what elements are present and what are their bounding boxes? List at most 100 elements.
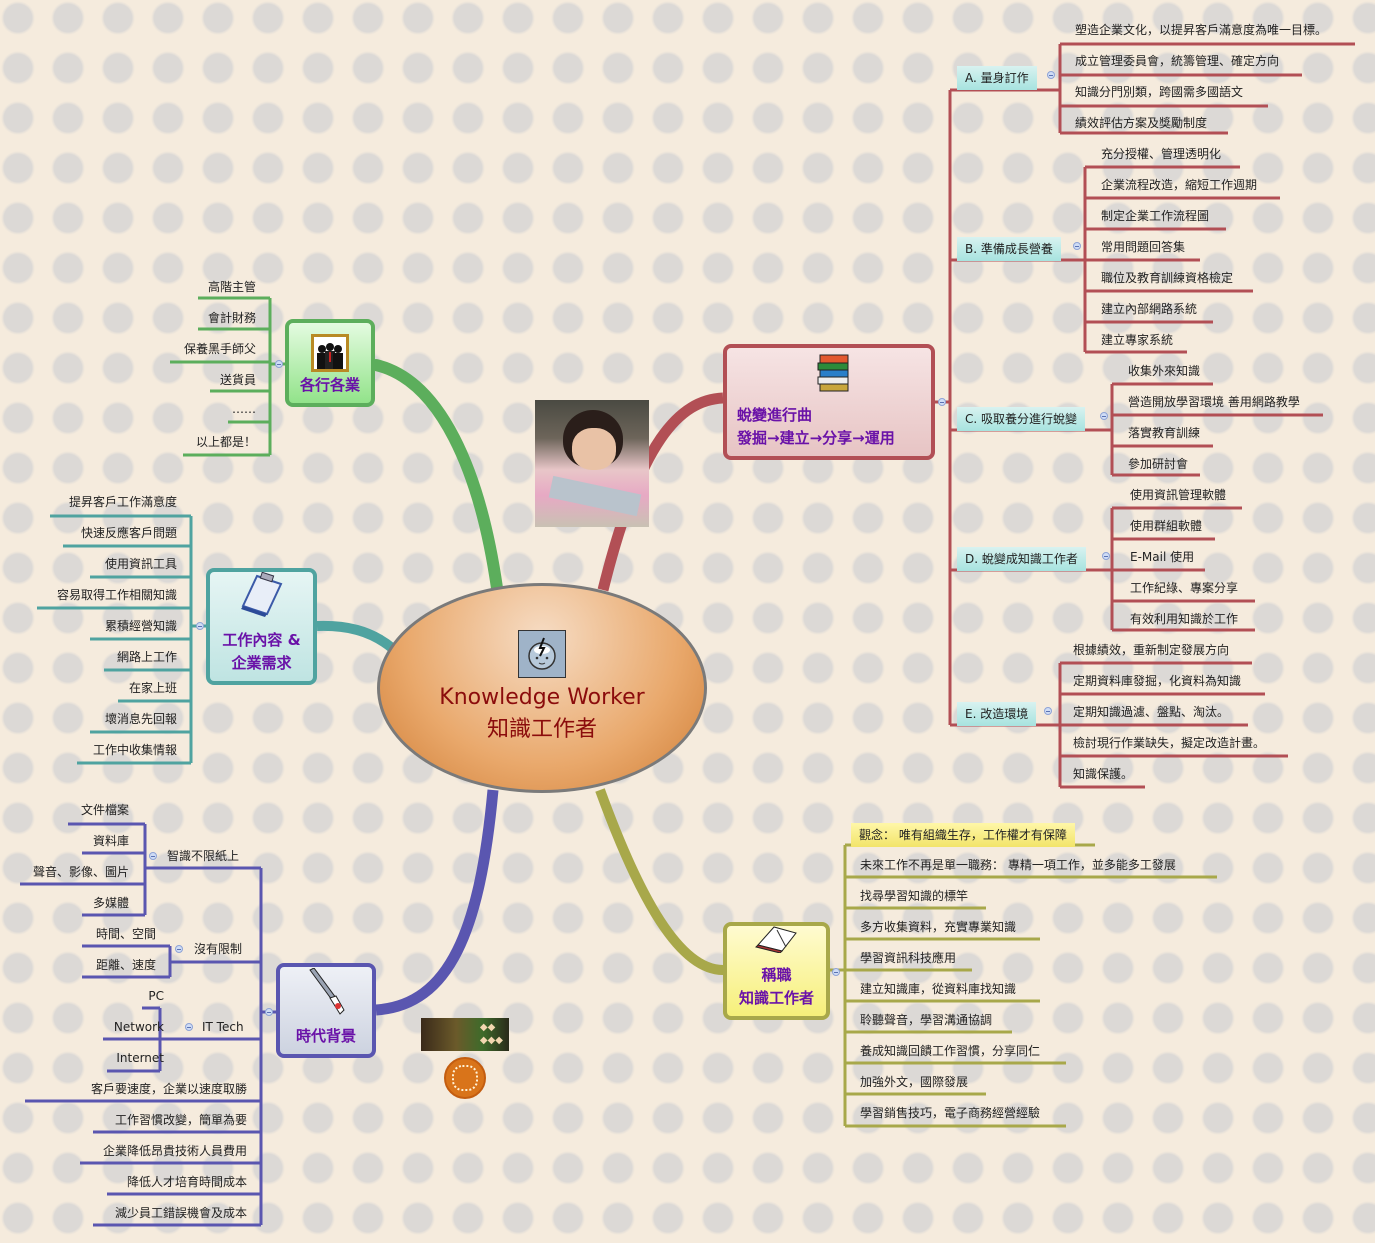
list-item[interactable]: 工作習慣改變，簡單為要 — [114, 1113, 247, 1127]
group-it-tech[interactable]: IT Tech — [202, 1020, 244, 1034]
list-item[interactable]: 保養黑手師父 — [183, 342, 256, 356]
list-item[interactable]: 使用群組軟體 — [1130, 519, 1203, 533]
list-item[interactable]: 塑造企業文化，以提昇客戶滿意度為唯一目標。 — [1075, 23, 1328, 37]
list-item[interactable]: 多方收集資料，充實專業知識 — [860, 920, 1017, 934]
list-item[interactable]: 根據績效，重新制定發展方向 — [1073, 643, 1230, 657]
collapse-toggle-transformation[interactable] — [938, 398, 946, 406]
group-c[interactable]: C. 吸取養分進行蛻變 — [957, 407, 1086, 431]
group-e[interactable]: E. 改造環境 — [957, 702, 1037, 726]
group-no-limits[interactable]: 沒有限制 — [194, 942, 243, 956]
central-topic[interactable]: Knowledge Worker 知識工作者 — [377, 583, 707, 793]
open-book-icon — [754, 923, 800, 960]
list-item[interactable]: 制定企業工作流程圖 — [1101, 209, 1210, 223]
list-item[interactable]: 高階主管 — [207, 280, 256, 294]
branch-work-requirements[interactable]: 工作內容 & 企業需求 — [206, 568, 317, 685]
list-item[interactable]: PC — [148, 989, 164, 1003]
highlight-concept[interactable]: 觀念： 唯有組織生存，工作權才有保障 — [851, 823, 1075, 847]
list-item[interactable]: 文件檔案 — [80, 803, 129, 817]
group-paperless[interactable]: 智識不限紙上 — [167, 849, 240, 863]
branch-industries[interactable]: 各行各業 — [285, 319, 375, 407]
list-item[interactable]: 時間、空間 — [95, 927, 156, 941]
branch-qualified-title: 稱職 — [761, 966, 792, 984]
branch-qualified-subtitle: 知識工作者 — [738, 989, 814, 1007]
list-item[interactable]: 聲音、影像、圖片 — [32, 865, 129, 879]
list-item[interactable]: 降低人才培育時間成本 — [126, 1175, 247, 1189]
collapse-toggle-work[interactable] — [196, 622, 204, 630]
list-item[interactable]: 學習資訊科技應用 — [860, 951, 957, 965]
idea-head-icon — [518, 630, 566, 678]
collapse-toggle-paperless[interactable] — [149, 852, 157, 860]
list-item[interactable]: 提昇客戶工作滿意度 — [68, 495, 177, 509]
round-seal-stamp — [444, 1057, 486, 1099]
list-item[interactable]: E-Mail 使用 — [1130, 550, 1195, 564]
list-item[interactable]: 營造開放學習環境 善用網路教學 — [1128, 395, 1300, 409]
branch-industries-title: 各行各業 — [299, 376, 360, 394]
list-item[interactable]: 養成知識回饋工作習慣，分享同仁 — [860, 1044, 1041, 1058]
collapse-toggle-group-e[interactable] — [1044, 707, 1052, 715]
list-item[interactable]: 工作紀綠、專案分享 — [1130, 581, 1239, 595]
collapse-toggle-no-limits[interactable] — [175, 945, 183, 953]
list-item[interactable]: 多媒體 — [92, 896, 129, 910]
collapse-toggle-group-a[interactable] — [1047, 71, 1055, 79]
list-item[interactable]: 建立內部網路系統 — [1101, 302, 1198, 316]
list-item[interactable]: 收集外來知識 — [1128, 364, 1201, 378]
collapse-toggle-qualified[interactable] — [832, 968, 840, 976]
list-item[interactable]: …… — [232, 402, 256, 416]
list-item[interactable]: 加強外文，國際發展 — [860, 1075, 969, 1089]
collapse-toggle-era[interactable] — [265, 1008, 273, 1016]
list-item[interactable]: 常用問題回答集 — [1101, 240, 1186, 254]
list-item[interactable]: 績效評估方案及獎勵制度 — [1075, 116, 1208, 130]
list-item[interactable]: 會計財務 — [207, 311, 256, 325]
studio-logo-banner: ◆◆◆◆◆ — [421, 1018, 509, 1051]
list-item[interactable]: 學習銷售技巧，電子商務經營經驗 — [860, 1106, 1041, 1120]
list-item[interactable]: 快速反應客戶問題 — [80, 526, 177, 540]
books-icon — [814, 351, 854, 402]
collapse-toggle-industries[interactable] — [275, 360, 283, 368]
list-item[interactable]: 聆聽聲音，學習溝通協調 — [860, 1013, 993, 1027]
list-item[interactable]: 未來工作不再是單一職務： 專精一項工作，並多能多工發展 — [860, 858, 1176, 872]
collapse-toggle-group-c[interactable] — [1100, 412, 1108, 420]
list-item[interactable]: 定期資料庫發掘，化資料為知識 — [1073, 674, 1242, 688]
list-item[interactable]: 客戶要速度，企業以速度取勝 — [90, 1082, 247, 1096]
list-item[interactable]: 壞消息先回報 — [104, 712, 177, 726]
collapse-toggle-it-tech[interactable] — [185, 1023, 193, 1031]
list-item[interactable]: 找尋學習知識的標竿 — [860, 889, 969, 903]
list-item[interactable]: 建立專家系統 — [1101, 333, 1174, 347]
business-people-icon — [311, 334, 349, 372]
list-item[interactable]: 距離、速度 — [95, 958, 156, 972]
list-item[interactable]: 參加研討會 — [1128, 457, 1189, 471]
list-item[interactable]: 充分授權、管理透明化 — [1101, 147, 1222, 161]
list-item[interactable]: Network — [113, 1020, 164, 1034]
branch-qualified[interactable]: 稱職 知識工作者 — [723, 922, 830, 1020]
list-item[interactable]: 減少員工錯誤機會及成本 — [114, 1206, 247, 1220]
list-item[interactable]: 企業流程改造，縮短工作週期 — [1101, 178, 1258, 192]
list-item[interactable]: 知識保護。 — [1073, 767, 1134, 781]
list-item[interactable]: 送貨員 — [219, 373, 256, 387]
list-item[interactable]: 使用資訊管理軟體 — [1130, 488, 1227, 502]
group-d[interactable]: D. 蛻變成知識工作者 — [957, 547, 1086, 571]
group-b[interactable]: B. 準備成長營養 — [957, 237, 1061, 261]
branch-era-background[interactable]: 時代背景 — [276, 963, 376, 1058]
list-item[interactable]: 工作中收集情報 — [92, 743, 177, 757]
list-item[interactable]: 資料庫 — [92, 834, 129, 848]
list-item[interactable]: 定期知識過濾、盤點、淘汰。 — [1073, 705, 1230, 719]
list-item[interactable]: 容易取得工作相關知識 — [56, 588, 177, 602]
collapse-toggle-group-b[interactable] — [1073, 242, 1081, 250]
list-item[interactable]: 落實教育訓練 — [1128, 426, 1201, 440]
list-item[interactable]: 知識分門別類，跨國需多國語文 — [1075, 85, 1244, 99]
list-item[interactable]: 建立知識庫，從資料庫找知識 — [860, 982, 1017, 996]
list-item[interactable]: 檢討現行作業缺失，擬定改造計畫。 — [1073, 736, 1266, 750]
list-item[interactable]: Internet — [116, 1051, 164, 1065]
list-item[interactable]: 有效利用知識於工作 — [1130, 612, 1239, 626]
list-item[interactable]: 網路上工作 — [116, 650, 177, 664]
collapse-toggle-group-d[interactable] — [1102, 552, 1110, 560]
group-a[interactable]: A. 量身訂作 — [957, 66, 1037, 90]
list-item[interactable]: 成立管理委員會，統籌管理、確定方向 — [1075, 54, 1280, 68]
list-item[interactable]: 累積經營知識 — [104, 619, 177, 633]
list-item[interactable]: 以上都是！ — [195, 435, 256, 449]
branch-transformation[interactable]: 蛻變進行曲 發掘→建立→分享→運用 — [723, 344, 935, 460]
list-item[interactable]: 在家上班 — [128, 681, 177, 695]
list-item[interactable]: 職位及教育訓練資格檢定 — [1101, 271, 1234, 285]
list-item[interactable]: 使用資訊工具 — [104, 557, 177, 571]
list-item[interactable]: 企業降低昂貴技術人員費用 — [102, 1144, 247, 1158]
